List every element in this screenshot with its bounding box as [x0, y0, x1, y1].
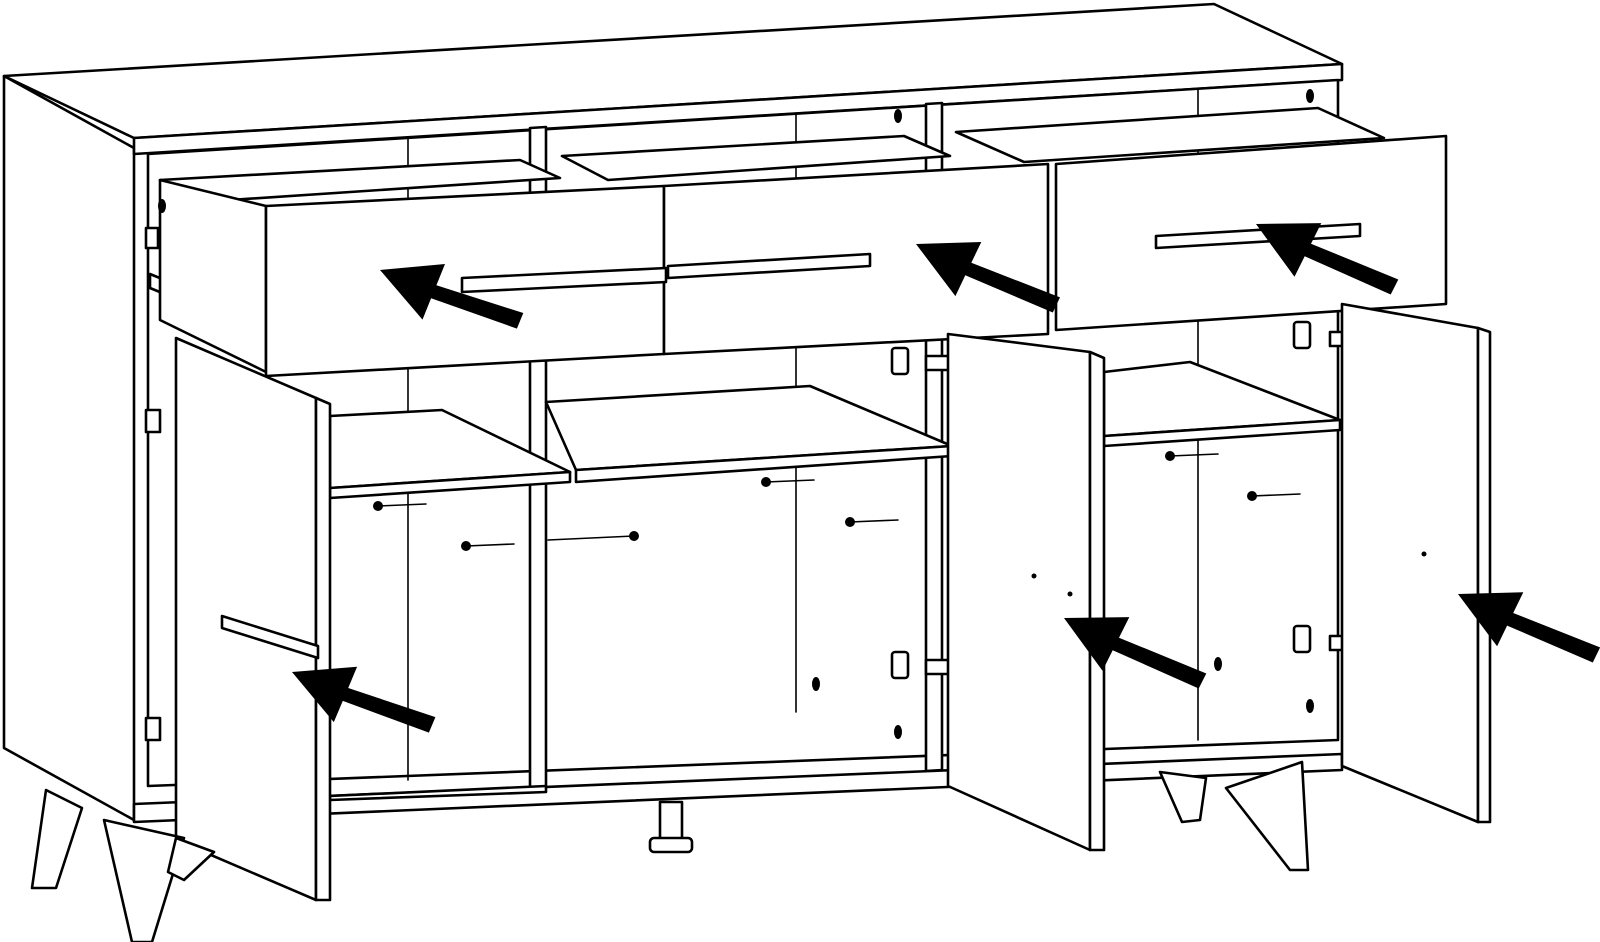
arrow-drawer-left: [380, 264, 524, 329]
shelf-pins: [373, 451, 1301, 551]
door-right: [1340, 302, 1492, 824]
arrow-door-right: [1458, 592, 1600, 663]
drawer-handle-left: [460, 266, 668, 294]
door-middle: [946, 332, 1106, 852]
arrow-drawer-right: [1256, 223, 1399, 295]
left-side-panel: [2, 74, 136, 822]
arrow-drawer-middle: [916, 242, 1060, 313]
arrows-group: [292, 223, 1600, 733]
arrow-door-middle: [1064, 617, 1207, 689]
top-panel-front-edge: [132, 62, 1344, 156]
door-left: [174, 336, 332, 902]
legs: [30, 760, 1310, 942]
door-left-handle: [220, 614, 320, 660]
drawer-handle-middle: [666, 252, 872, 280]
screw-holes: [158, 89, 1314, 739]
arrow-door-left: [292, 666, 436, 733]
